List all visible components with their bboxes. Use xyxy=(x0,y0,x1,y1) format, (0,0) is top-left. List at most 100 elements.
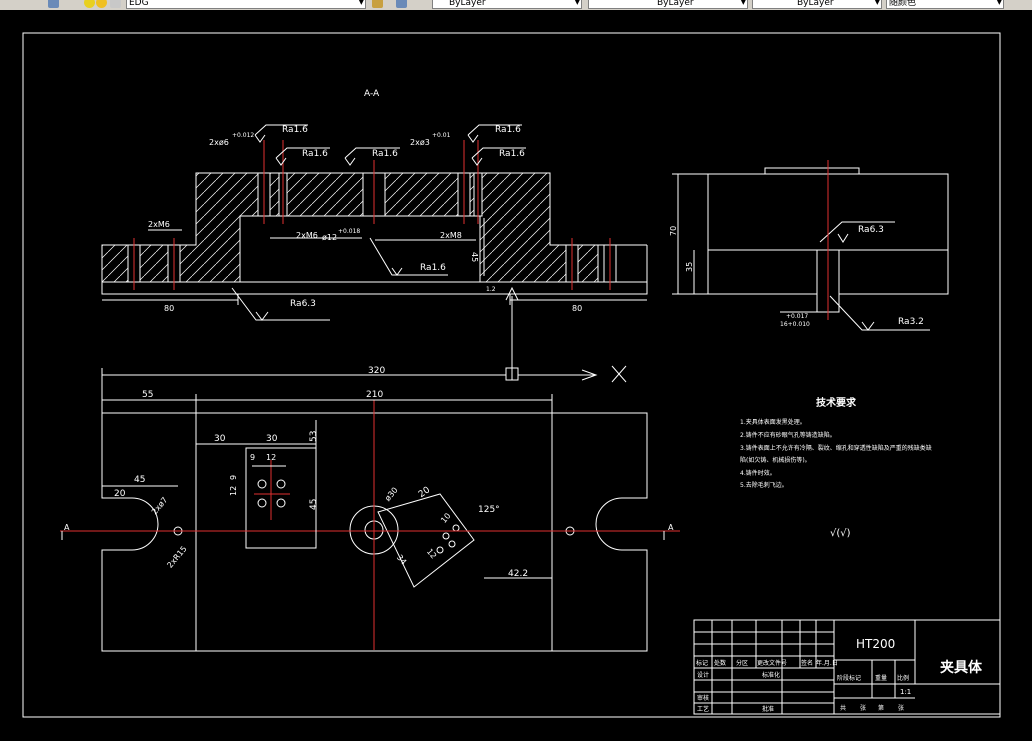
tb-label: 年.月.日 xyxy=(816,659,838,667)
ucs-cursor xyxy=(505,286,627,383)
dim-10: 10 xyxy=(439,511,452,525)
tech-note: 2.铸件不应有砂眼气孔等铸造缺陷。 xyxy=(740,431,836,439)
dim-9: 9 xyxy=(250,453,255,462)
tb-label: 第 xyxy=(878,704,884,712)
side-view xyxy=(672,160,949,331)
roughness-label: Ra1.6 xyxy=(495,125,521,135)
dim-30: 30 xyxy=(214,434,226,444)
dim-d30: ø30 xyxy=(383,486,400,503)
dim-2x07: 2xø7 xyxy=(150,495,170,516)
dim-125: 125° xyxy=(478,505,500,515)
layer-value: EDG xyxy=(129,0,149,8)
roughness-label: Ra1.6 xyxy=(420,263,446,273)
lineweight-dropdown[interactable]: ByLayer ▼ xyxy=(752,0,882,9)
tb-label: 批准 xyxy=(762,705,774,713)
linetype-value: ByLayer xyxy=(449,0,486,8)
material-label: HT200 xyxy=(856,637,895,651)
tb-label: 审核 xyxy=(697,694,709,702)
chevron-down-icon: ▼ xyxy=(996,0,1002,6)
part-name: 夹具体 xyxy=(940,659,983,676)
section-label: A-A xyxy=(364,89,380,99)
tb-label: 更改文件号 xyxy=(757,659,787,667)
dim-bore-tol: +0.018 xyxy=(338,228,360,235)
tech-note: 5.去除毛刺飞边。 xyxy=(740,481,788,489)
dim-small: 1.2 xyxy=(486,286,496,293)
title-block-texts: HT200 夹具体 1:1 标记 处数 分区 更改文件号 签名 年.月.日 设计… xyxy=(696,637,983,713)
tb-label: 设计 xyxy=(697,671,709,679)
dim-30: 30 xyxy=(266,434,278,444)
linetype-dropdown[interactable]: ByLayer ▼ xyxy=(588,0,748,9)
dim-m6-left: 2xM6 xyxy=(148,220,170,229)
outer-border xyxy=(22,32,1001,718)
dim-m6-center: 2xM6 xyxy=(296,231,318,240)
tb-label: 工艺 xyxy=(697,705,709,713)
tech-note: 1.夹具体表面发黑处理。 xyxy=(740,418,806,426)
tb-label: 分区 xyxy=(736,659,748,667)
cad-drawing: A-A xyxy=(22,32,1001,718)
section-view-texts: Ra1.6 Ra1.6 Ra1.6 Ra1.6 Ra1.6 Ra1.6 Ra6.… xyxy=(148,125,582,313)
scale-value: 1:1 xyxy=(900,688,911,696)
sun-icon[interactable] xyxy=(96,0,107,8)
tech-note: 陷(如欠铸、机械损伤等)。 xyxy=(740,456,811,464)
roughness-label: Ra6.3 xyxy=(290,299,316,309)
dim-hole-left: 2xø6 xyxy=(209,138,229,147)
plan-view xyxy=(60,368,680,652)
roughness-label: Ra1.6 xyxy=(372,149,398,159)
roughness-label: Ra6.3 xyxy=(858,225,884,235)
dim-42: 42.2 xyxy=(508,569,528,579)
color-value: 随颜色 xyxy=(889,0,917,8)
technical-requirements: 技术要求 1.夹具体表面发黑处理。 2.铸件不应有砂眼气孔等铸造缺陷。 3.铸件… xyxy=(740,396,932,539)
tb-label: 比例 xyxy=(897,674,909,682)
dim-12c: 12 xyxy=(425,547,438,561)
dim-hole-right: 2xø3 xyxy=(410,138,430,147)
tb-label: 签名 xyxy=(801,659,813,667)
title-block xyxy=(693,619,1001,715)
dim-45: 45 xyxy=(470,252,479,262)
dim-45b: 45 xyxy=(309,499,319,510)
layer-state-icon[interactable] xyxy=(48,0,59,8)
dim-53: 53 xyxy=(309,431,319,442)
dim-320: 320 xyxy=(368,366,385,376)
chevron-down-icon: ▼ xyxy=(740,0,746,6)
plotstyle-dropdown[interactable]: 随颜色 ▼ xyxy=(886,0,1004,9)
general-roughness: √(√) xyxy=(830,528,851,539)
dim-45: 45 xyxy=(134,475,145,485)
layer-previous-icon[interactable] xyxy=(396,0,407,8)
tech-note: 3.铸件表面上不允许有冷隔、裂纹、缩孔和穿透性缺陷及严重的残缺类缺 xyxy=(740,444,932,452)
tb-label: 阶段标记 xyxy=(837,674,861,682)
section-view: A-A xyxy=(101,89,648,321)
dim-bore: ø12 xyxy=(322,233,337,242)
roughness-label: Ra1.6 xyxy=(282,125,308,135)
dim-80-right: 80 xyxy=(572,304,582,313)
tb-label: 张 xyxy=(860,704,866,712)
dim-34: 34 xyxy=(395,553,408,567)
dim-hole-right-tol: +0.01 xyxy=(432,132,451,139)
dim-tol2: 16+0.010 xyxy=(780,321,810,328)
plan-view-texts: 320 55 210 45 20 30 30 53 9 12 9 12 45 2… xyxy=(64,366,674,579)
section-mark-left: A xyxy=(64,523,70,532)
section-mark-right: A xyxy=(668,523,674,532)
tb-label: 重量 xyxy=(875,674,887,682)
dim-tol: +0.017 xyxy=(786,313,808,320)
roughness-label: Ra3.2 xyxy=(898,317,924,327)
tb-label: 标准化 xyxy=(762,671,780,679)
layer-dropdown[interactable]: EDG ▼ xyxy=(126,0,366,9)
roughness-label: Ra1.6 xyxy=(499,149,525,159)
tech-note: 4.铸件时效。 xyxy=(740,469,776,477)
color-dropdown[interactable]: ByLayer ▼ xyxy=(432,0,582,9)
tb-label: 张 xyxy=(898,704,904,712)
side-view-texts: Ra6.3 Ra3.2 70 35 +0.017 16+0.010 xyxy=(669,225,924,328)
make-current-icon[interactable] xyxy=(372,0,383,8)
dim-70: 70 xyxy=(669,226,678,236)
tb-label: 处数 xyxy=(714,659,726,667)
lock-icon[interactable] xyxy=(110,0,121,8)
chevron-down-icon: ▼ xyxy=(574,0,580,6)
tech-notes-title: 技术要求 xyxy=(816,396,857,409)
chevron-down-icon: ▼ xyxy=(358,0,364,6)
lightbulb-icon[interactable] xyxy=(84,0,95,8)
tb-label: 标记 xyxy=(696,659,708,667)
roughness-label: Ra1.6 xyxy=(302,149,328,159)
dim-hole-left-tol: +0.012 xyxy=(232,132,254,139)
dim-12b: 12 xyxy=(229,486,238,496)
drawing-canvas[interactable]: A-A xyxy=(0,10,1032,741)
